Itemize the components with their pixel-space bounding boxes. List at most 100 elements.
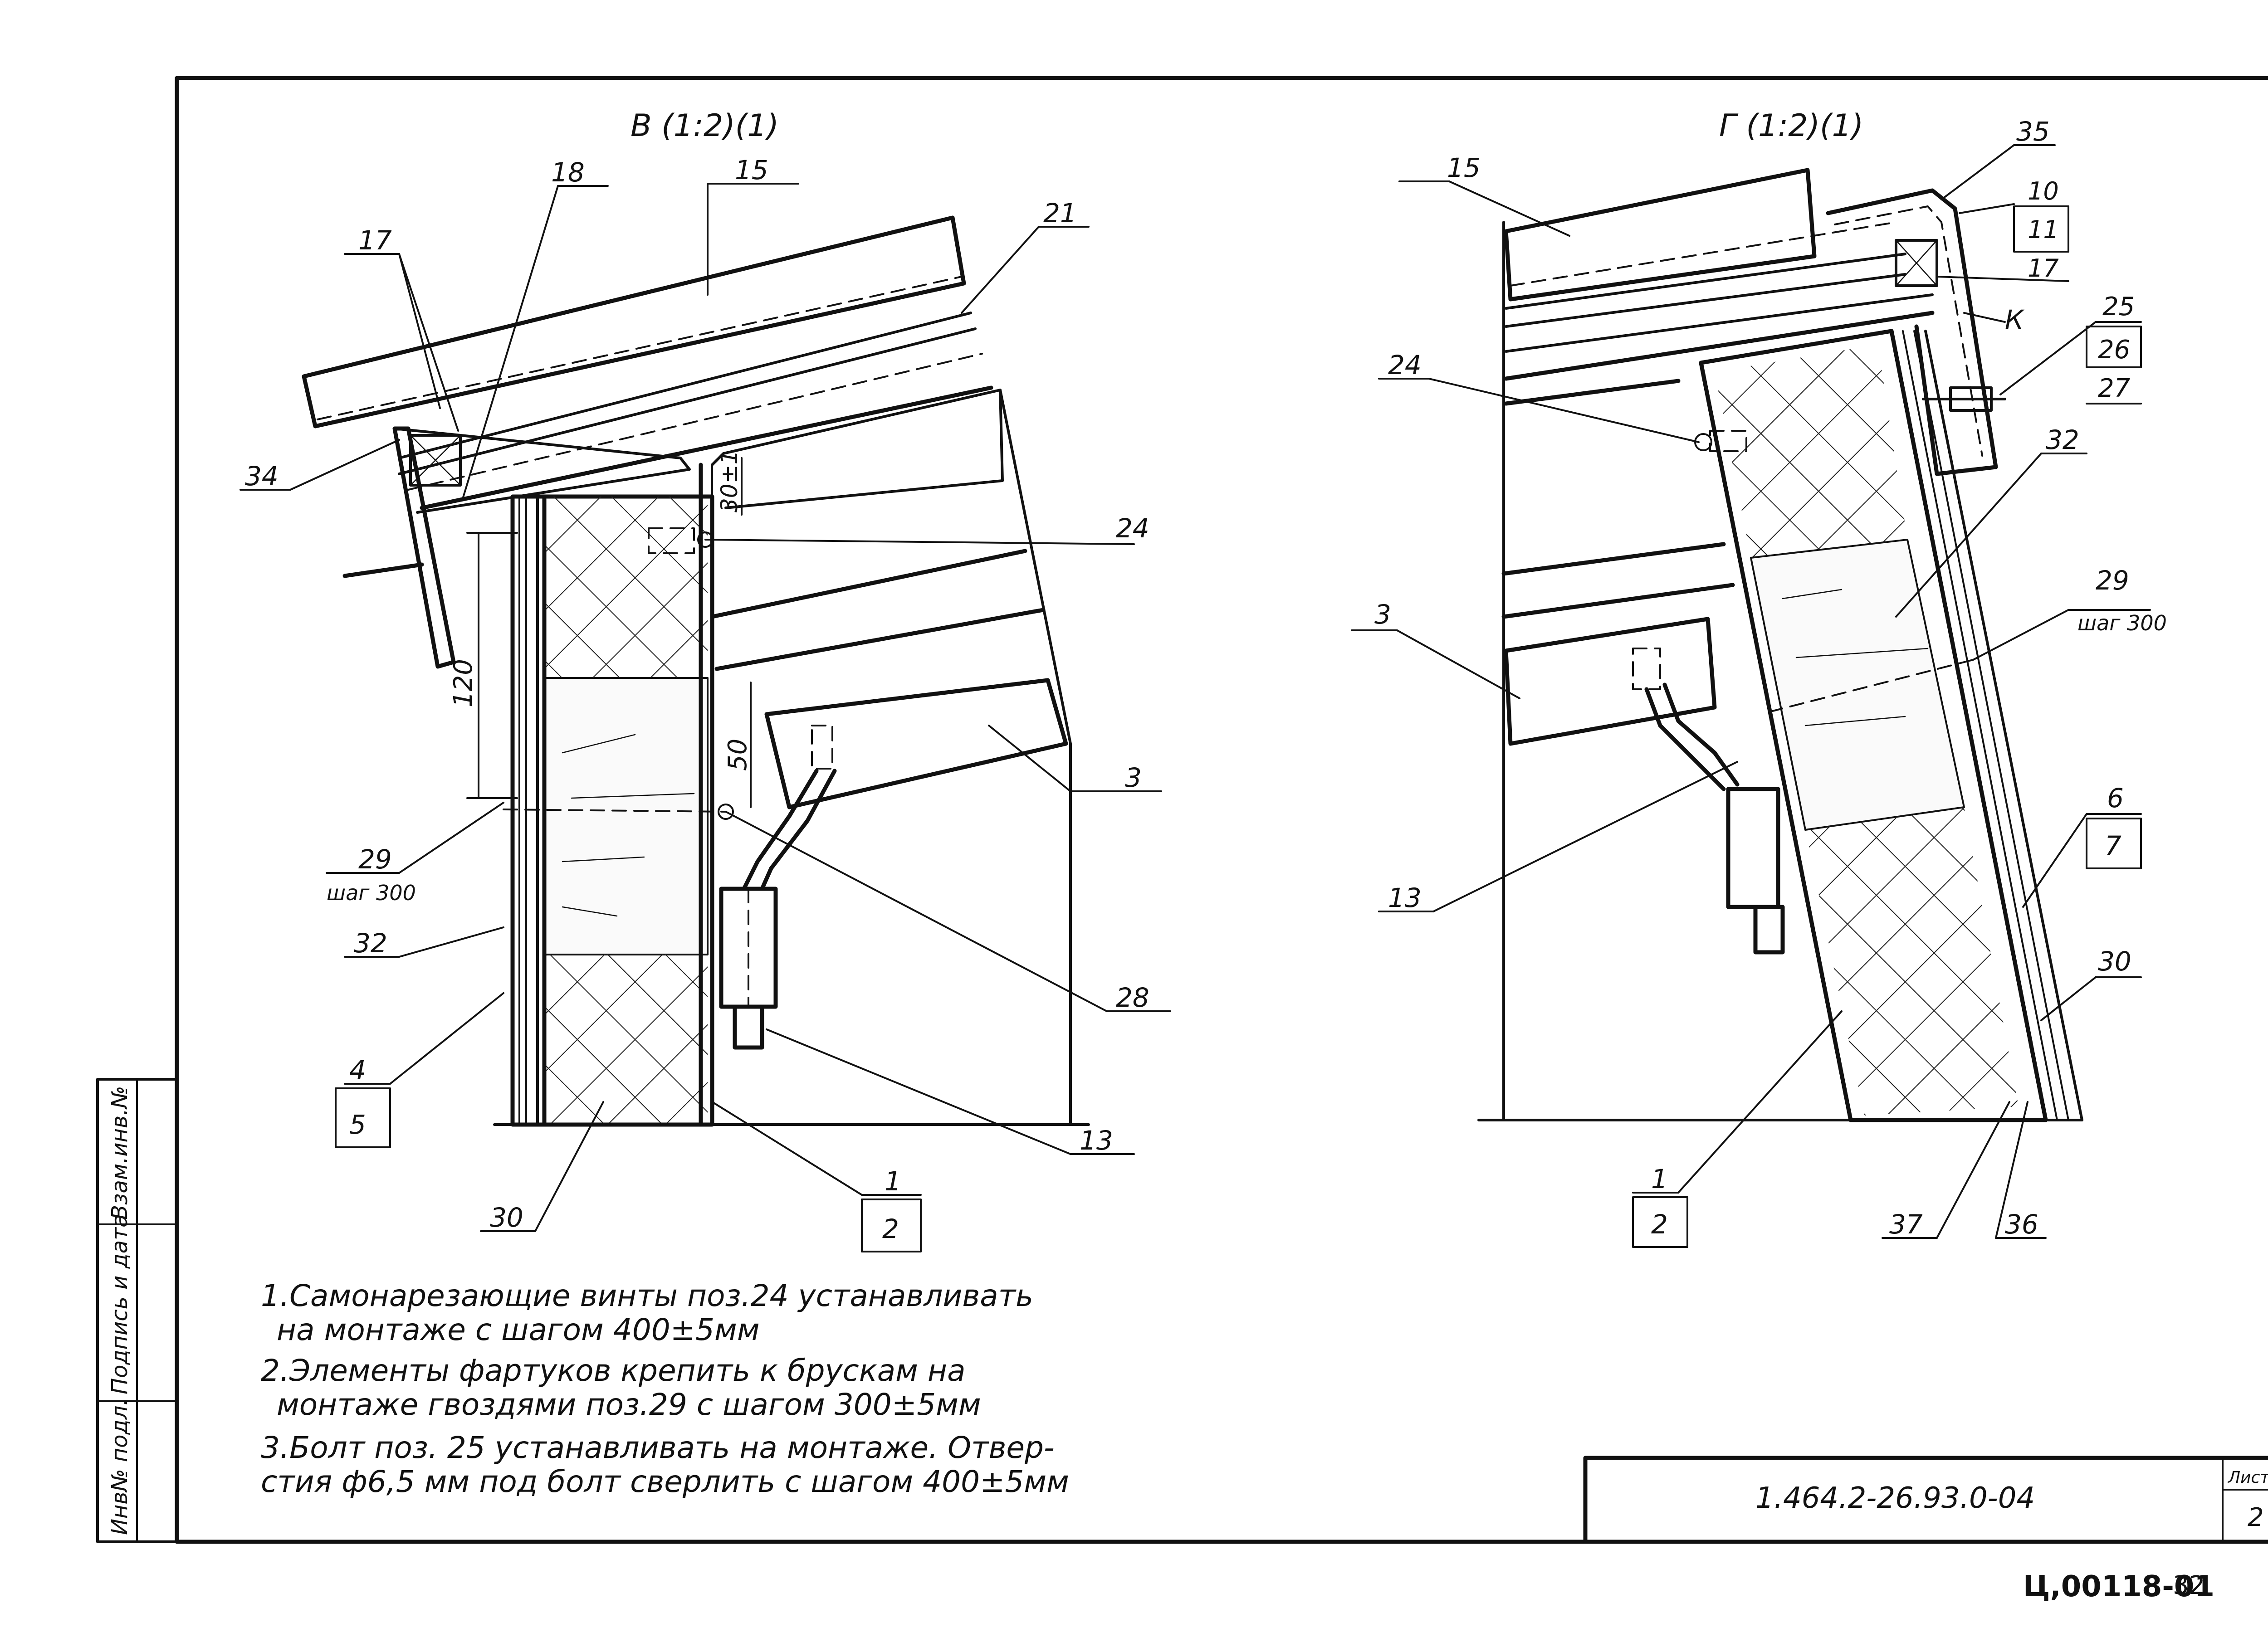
insulation-upper-g (1715, 345, 1907, 558)
screw-24-v (648, 527, 695, 554)
leader-4-v (389, 992, 504, 1085)
callout-3-g: 3 (1374, 599, 1391, 630)
leader-29-v (398, 802, 504, 874)
view-title-g: Г (1:2)(1) (1719, 108, 1863, 144)
box-11-g (2013, 205, 2069, 253)
leader-34-v (289, 439, 400, 491)
leader-1-v (711, 1101, 863, 1196)
skin-g-3 (1913, 330, 2069, 1121)
flashing-34 (392, 426, 456, 669)
dim-50: 50 (723, 739, 753, 771)
callout-25-g: 25 (2102, 292, 2135, 322)
insulation-upper-v (544, 497, 708, 678)
wood-grain-2 (571, 793, 695, 799)
callout-13-v: 13 (1080, 1125, 1113, 1156)
callout-36-g: 36 (2005, 1209, 2038, 1240)
leader-17-v-a (398, 253, 441, 409)
screw-24-g (1709, 430, 1747, 452)
box-26-g (2086, 326, 2142, 368)
page-number: 32 (2173, 1571, 2205, 1600)
roof-deck-1 (398, 312, 972, 459)
callout-24-v: 24 (1116, 513, 1149, 544)
timber-block-17 (409, 434, 462, 487)
anchor-clip-v (811, 725, 833, 770)
callout-17-g: 17 (2028, 254, 2059, 283)
note-1a: 1.Самонарезающие винты поз.24 устанавлив… (261, 1278, 1033, 1313)
sheet-number: 2 (2248, 1503, 2264, 1532)
leader-32-g (1895, 453, 2042, 618)
leader-29-g (1972, 609, 2069, 661)
purlin-line-1 (710, 549, 1027, 619)
wood-grain-g-1 (1782, 589, 1843, 599)
stamp-sign-label: Подпись и дата (107, 1214, 132, 1394)
timber-v (543, 677, 709, 955)
purlin-line-2 (714, 608, 1046, 671)
anchor-rod-g2 (1662, 682, 1740, 787)
nail-head-28-v (718, 804, 734, 820)
detail-v: В (1:2)(1) (240, 108, 1171, 1252)
dim-30: 30±1 (716, 450, 743, 512)
callout-32-g: 32 (2046, 424, 2079, 455)
insulation-lower-g (1805, 807, 2019, 1116)
callout-6-g: 6 (2107, 783, 2124, 814)
callout-32-v: 32 (354, 928, 387, 959)
roof-deck-2 (398, 327, 977, 475)
roof-deck-4 (420, 385, 993, 510)
note-2a: 2.Элементы фартуков крепить к брускам на (261, 1353, 966, 1388)
callout-29-step-g: шаг 300 (2077, 611, 2167, 635)
callout-13-g: 13 (1388, 882, 1422, 913)
callout-28-v: 28 (1116, 982, 1149, 1013)
roof-deck-g-3 (1505, 293, 1934, 353)
callout-27-g: 27 (2098, 374, 2131, 403)
callout-4-v: 4 (349, 1055, 366, 1086)
callout-15-g: 15 (1447, 152, 1481, 183)
leader-3-v (988, 725, 1071, 792)
leader-25-g (1999, 321, 2097, 395)
callout-k-g: К (2005, 304, 2025, 335)
callout-7-g: 7 (2105, 830, 2121, 861)
beam-3-g (1504, 617, 1717, 746)
sheet-frame (175, 76, 2268, 1544)
roof-deck-g-1 (1505, 253, 1906, 310)
box-2-v (861, 1199, 922, 1252)
roof-deck-g-4 (1504, 311, 1935, 381)
skin-g-4 (1924, 330, 2083, 1121)
detail-g: Г (1:2)(1) (1351, 108, 2167, 1248)
leader-36-g (1995, 1101, 2028, 1239)
archive-code: Ц,00118-01 (2023, 1570, 2214, 1603)
doc-number: 1.464.2-26.93.0-04 (1755, 1481, 2035, 1515)
callout-1-g: 1 (1651, 1164, 1668, 1194)
leader-6-g (2022, 813, 2087, 908)
wood-grain-4 (562, 906, 618, 917)
roof-panel (302, 215, 966, 429)
leader-18-v (462, 185, 559, 500)
leader-35-g (1941, 144, 2015, 200)
callout-29-step-v: шаг 300 (327, 881, 416, 905)
leader-k-g (1963, 312, 2006, 323)
leader-21-v (961, 226, 1040, 314)
roof-deck-g-5 (1504, 379, 1681, 406)
callout-30-g: 30 (2098, 946, 2131, 977)
callout-24-g: 24 (1388, 350, 1422, 380)
wood-grain-3 (562, 856, 645, 862)
callout-29-v: 29 (358, 844, 392, 875)
callout-10-g: 10 (2028, 177, 2059, 205)
leader-37-g (1936, 1101, 2010, 1239)
callout-18-v: 18 (551, 157, 585, 188)
note-2b: монтаже гвоздями поз.29 с шагом 300±5мм (277, 1387, 981, 1422)
anchor-tail-v (733, 1004, 764, 1050)
leader-1-g (1677, 1010, 1843, 1194)
callout-34-v: 34 (245, 461, 279, 492)
leader-10-g (1959, 203, 2015, 214)
anchor-sleeve-g (1726, 787, 1780, 909)
anchor-tail-g (1753, 905, 1785, 955)
leader-30-v (534, 1101, 604, 1232)
cap-flashing-g (1826, 188, 1998, 476)
callout-35-g: 35 (2016, 116, 2050, 147)
purlin-g-1 (1501, 542, 1726, 576)
nail-29-g (1768, 659, 1974, 713)
roof-panel-g (1504, 168, 1817, 302)
notes-block: 1.Самонарезающие винты поз.24 устанавлив… (261, 1278, 1069, 1499)
box-7-g (2086, 818, 2142, 869)
